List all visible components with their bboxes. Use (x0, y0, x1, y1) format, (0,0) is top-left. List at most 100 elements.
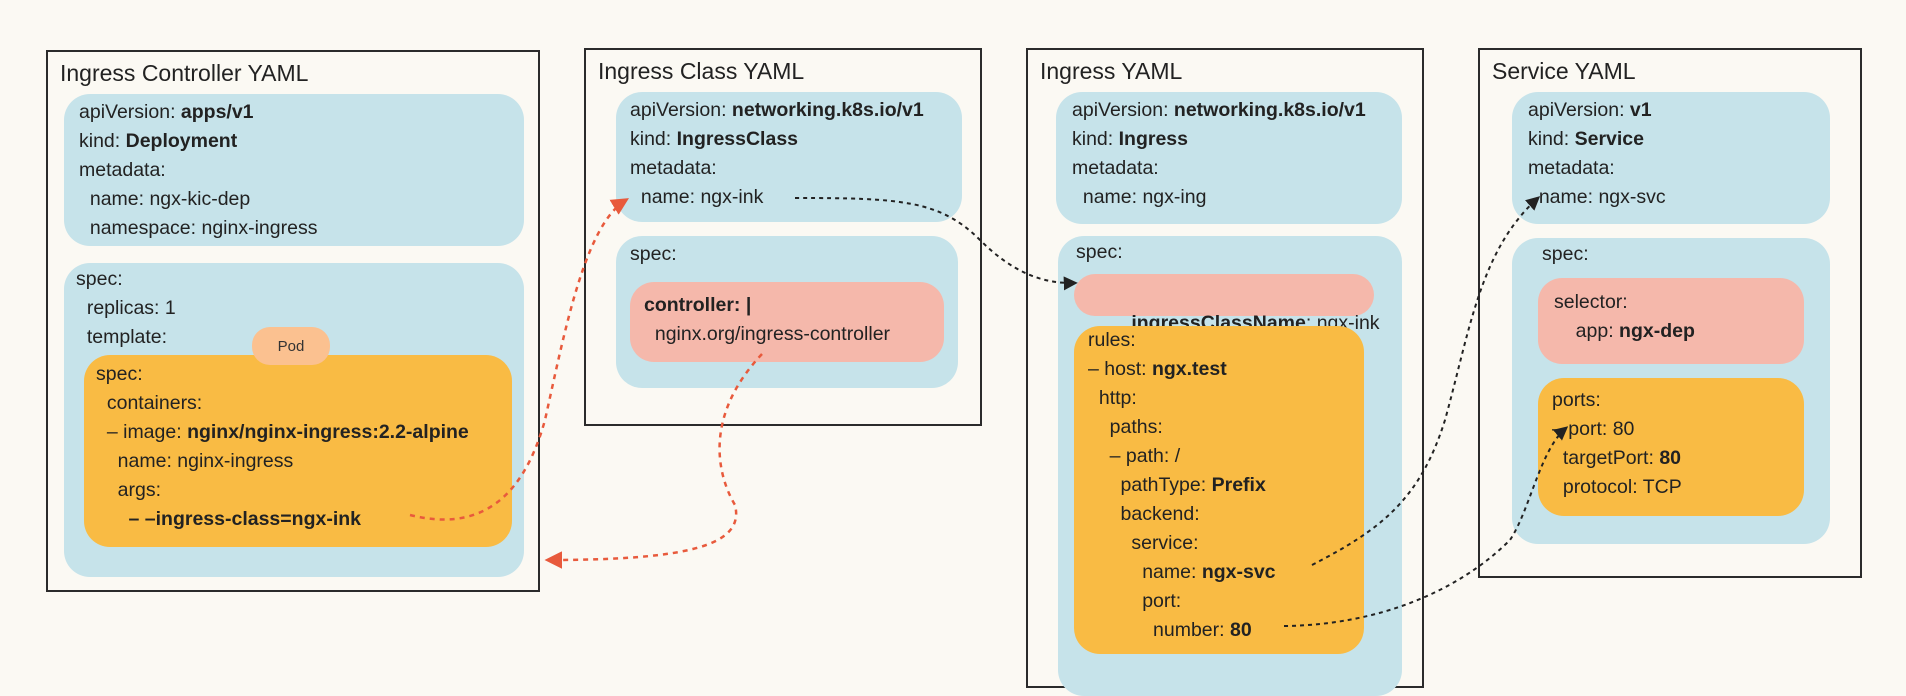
yaml-line: – image: nginx/nginx-ingress:2.2-alpine (96, 418, 469, 447)
yaml-line: metadata: (630, 154, 924, 183)
spec-block: spec: controller: | nginx.org/ingress-co… (616, 236, 958, 388)
yaml-key: args: (117, 479, 162, 501)
yaml-key: number: (1153, 619, 1230, 641)
spec-label-text: spec: (1076, 241, 1123, 263)
arrow-ingressclass-to-ingress (794, 197, 1078, 291)
yaml-key: kind: (630, 128, 677, 150)
yaml-key: name: (1142, 561, 1202, 583)
yaml-key: selector: (1554, 291, 1628, 313)
yaml-lines: spec: replicas: 1 template: (76, 265, 176, 352)
yaml-line: – host: ngx.test (1088, 355, 1276, 384)
yaml-key: name: ngx-kic-dep (89, 188, 251, 210)
yaml-line: paths: (1088, 413, 1276, 442)
controller-block: controller: | nginx.org/ingress-controll… (630, 282, 944, 362)
yaml-key: spec: (96, 363, 143, 385)
yaml-line: name: ngx-ing (1072, 183, 1366, 212)
yaml-value: Prefix (1211, 474, 1266, 496)
spec-label-text: spec: (1542, 243, 1589, 265)
yaml-line: backend: (1088, 500, 1276, 529)
panel-title: Ingress Class YAML (598, 58, 805, 84)
connector-arrows (409, 196, 1569, 627)
yaml-key: name: ngx-ing (1082, 186, 1207, 208)
spec-label: spec: (1076, 238, 1123, 267)
yaml-value: Ingress (1118, 128, 1188, 150)
yaml-line: ports: (1552, 386, 1682, 415)
arrow-port-to-service-port (1283, 426, 1569, 627)
yaml-line: name: nginx-ingress (96, 447, 469, 476)
yaml-line: replicas: 1 (76, 294, 176, 323)
yaml-line: name: ngx-svc (1088, 558, 1275, 587)
yaml-key: – path: / (1109, 445, 1181, 467)
yaml-key: app: (1575, 320, 1620, 342)
arrow-svc-name-to-service (1311, 196, 1541, 566)
yaml-value: – –ingress-class=ngx-ink (128, 508, 362, 530)
yaml-key: name: ngx-svc (1528, 186, 1666, 208)
yaml-line: apiVersion: apps/v1 (79, 98, 317, 127)
yaml-lines: rules:– host: ngx.test http: paths: – pa… (1088, 326, 1276, 645)
arrow-controller-to-deployment (544, 353, 763, 569)
yaml-key: replicas: 1 (86, 297, 176, 319)
yaml-line: – –ingress-class=ngx-ink (96, 505, 469, 534)
yaml-key: metadata: (1528, 157, 1615, 179)
yaml-key: kind: (1072, 128, 1119, 150)
yaml-value: controller: | (644, 294, 752, 316)
yaml-value: IngressClass (676, 128, 799, 150)
yaml-line: template: (76, 323, 176, 352)
yaml-line: apiVersion: v1 (1528, 96, 1666, 125)
yaml-value: ngx.test (1151, 358, 1227, 380)
yaml-line: rules: (1088, 326, 1276, 355)
yaml-key: name: ngx-ink (640, 186, 764, 208)
yaml-key: name: nginx-ingress (117, 450, 294, 472)
yaml-key: rules: (1088, 329, 1136, 351)
yaml-line: metadata: (79, 156, 317, 185)
yaml-line: kind: IngressClass (630, 125, 924, 154)
yaml-line: targetPort: 80 (1552, 444, 1682, 473)
yaml-key: apiVersion: (630, 99, 732, 121)
yaml-key: port: (1142, 590, 1182, 612)
yaml-key: ports: (1552, 389, 1601, 411)
yaml-key: metadata: (1072, 157, 1159, 179)
yaml-key: nginx.org/ingress-controller (654, 323, 891, 345)
ports-block: ports:– port: 80 targetPort: 80 protocol… (1538, 378, 1804, 516)
yaml-line: args: (96, 476, 469, 505)
yaml-key: backend: (1120, 503, 1200, 525)
yaml-line: kind: Service (1528, 125, 1666, 154)
yaml-line: apiVersion: networking.k8s.io/v1 (1072, 96, 1366, 125)
spec-block: spec: replicas: 1 template: spec: contai… (64, 263, 524, 577)
yaml-line: app: ngx-dep (1554, 317, 1695, 346)
yaml-value: networking.k8s.io/v1 (731, 99, 924, 121)
rules-block: rules:– host: ngx.test http: paths: – pa… (1074, 326, 1364, 654)
spec-label: spec: (630, 240, 677, 269)
ingress-class-panel: Ingress Class YAML apiVersion: networkin… (584, 48, 982, 426)
yaml-line: kind: Ingress (1072, 125, 1366, 154)
yaml-line: name: ngx-kic-dep (79, 185, 317, 214)
yaml-value: Service (1574, 128, 1645, 150)
yaml-lines: selector: app: ngx-dep (1554, 288, 1695, 346)
yaml-lines: spec: containers: – image: nginx/nginx-i… (96, 360, 469, 534)
yaml-key: apiVersion: (79, 101, 181, 123)
spec-block: spec: selector: app: ngx-dep ports:– por… (1512, 238, 1830, 544)
yaml-line: name: ngx-svc (1528, 183, 1666, 212)
spec-label-text: spec: (630, 243, 677, 265)
yaml-key: – image: (106, 421, 188, 443)
yaml-key: protocol: TCP (1562, 476, 1682, 498)
pod-label: Pod (252, 327, 330, 365)
yaml-value: 80 (1659, 447, 1682, 469)
yaml-line: spec: (76, 265, 176, 294)
yaml-line: number: 80 (1088, 616, 1276, 645)
panel-title: Service YAML (1492, 58, 1636, 84)
yaml-key: namespace: nginx-ingress (89, 217, 318, 239)
panel-title: Ingress Controller YAML (60, 60, 309, 86)
yaml-line: service: (1088, 529, 1276, 558)
yaml-key: apiVersion: (1072, 99, 1174, 121)
yaml-value: Deployment (125, 130, 238, 152)
yaml-line: apiVersion: networking.k8s.io/v1 (630, 96, 924, 125)
yaml-line: port: (1088, 587, 1276, 616)
yaml-value: 80 (1229, 619, 1252, 641)
yaml-key: service: (1131, 532, 1199, 554)
